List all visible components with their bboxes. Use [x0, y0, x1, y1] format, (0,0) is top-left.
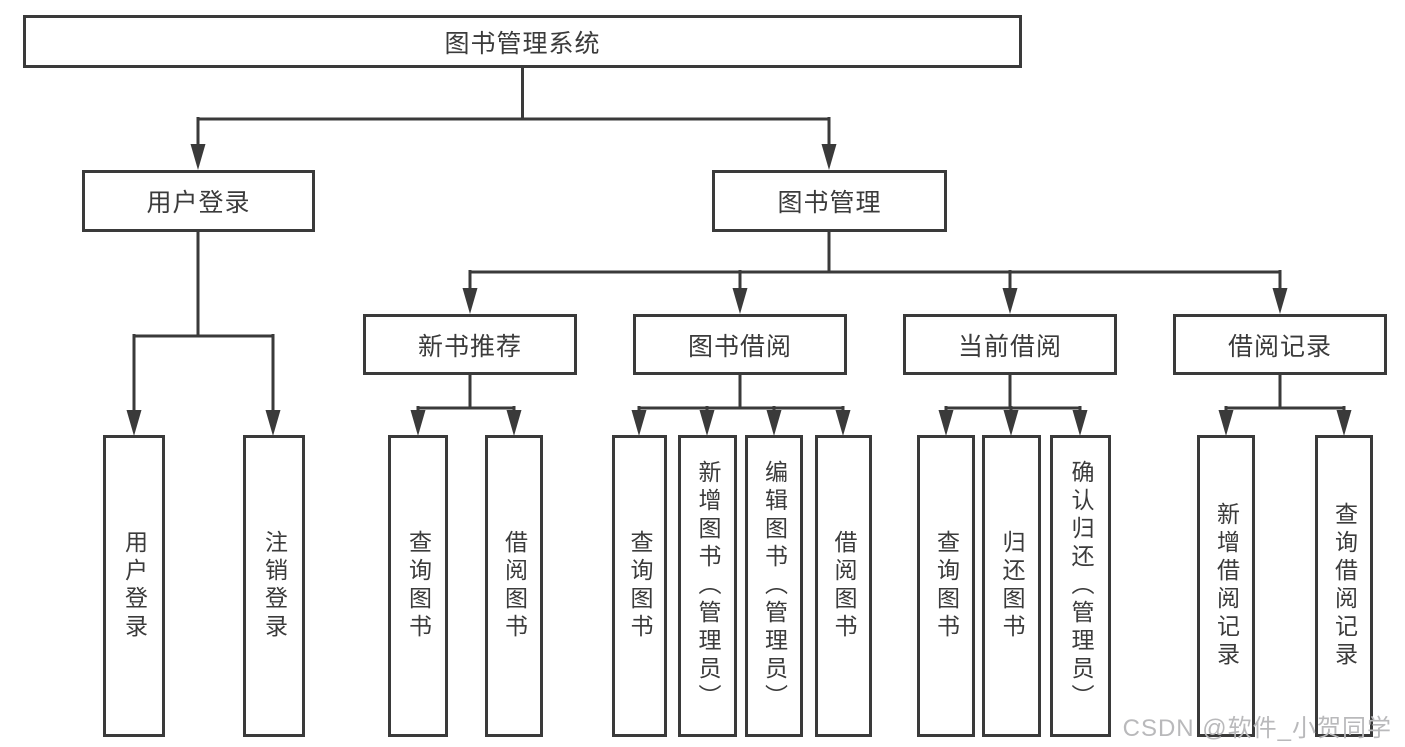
leaf-confirm-return-admin: 确认归还（管理员）	[1050, 435, 1111, 737]
leaf-user-login: 用户登录	[103, 435, 165, 737]
node-label: 新增借阅记录	[1213, 502, 1240, 670]
node-user-login-branch: 用户登录	[82, 170, 315, 232]
leaf-query-borrow-record: 查询借阅记录	[1315, 435, 1373, 737]
node-label: 图书借阅	[687, 332, 792, 361]
node-book-borrowing: 图书借阅	[633, 314, 847, 375]
node-label: 图书管理	[777, 189, 882, 217]
node-label: 查询借阅记录	[1331, 502, 1358, 670]
node-label: 查询图书	[405, 530, 432, 642]
node-library-management-system: 图书管理系统	[23, 15, 1022, 68]
node-label: 确认归还（管理员）	[1068, 460, 1094, 712]
leaf-edit-books-admin: 编辑图书（管理员）	[745, 435, 803, 737]
leaf-query-books-recommend: 查询图书	[388, 435, 448, 737]
node-label: 借阅图书	[831, 530, 857, 642]
node-label: 归还图书	[999, 530, 1025, 642]
node-label: 借阅记录	[1227, 332, 1332, 361]
leaf-query-books-borrow: 查询图书	[612, 435, 667, 737]
node-current-borrowing: 当前借阅	[903, 314, 1117, 375]
leaf-logout: 注销登录	[243, 435, 305, 737]
node-label: 新增图书（管理员）	[695, 460, 721, 712]
leaf-add-borrow-record: 新增借阅记录	[1197, 435, 1255, 737]
leaf-borrow-books-recommend: 借阅图书	[485, 435, 543, 737]
node-book-management-branch: 图书管理	[712, 170, 947, 232]
node-label: 编辑图书（管理员）	[761, 460, 788, 712]
node-label: 借阅图书	[501, 530, 528, 642]
node-label: 用户登录	[146, 189, 251, 217]
node-borrowing-records: 借阅记录	[1173, 314, 1387, 375]
node-label: 用户登录	[121, 530, 148, 642]
node-label: 新书推荐	[417, 332, 522, 361]
leaf-borrow-books: 借阅图书	[815, 435, 872, 737]
node-label: 查询图书	[933, 530, 960, 642]
node-label: 图书管理系统	[444, 29, 601, 58]
leaf-add-books-admin: 新增图书（管理员）	[678, 435, 737, 737]
node-label: 查询图书	[627, 530, 653, 642]
node-label: 注销登录	[261, 530, 288, 642]
node-label: 当前借阅	[957, 332, 1062, 361]
leaf-query-books-current: 查询图书	[917, 435, 975, 737]
csdn-watermark: CSDN @软件_小贺同学	[1122, 715, 1392, 742]
node-new-book-recommend: 新书推荐	[363, 314, 577, 375]
leaf-return-books: 归还图书	[982, 435, 1041, 737]
